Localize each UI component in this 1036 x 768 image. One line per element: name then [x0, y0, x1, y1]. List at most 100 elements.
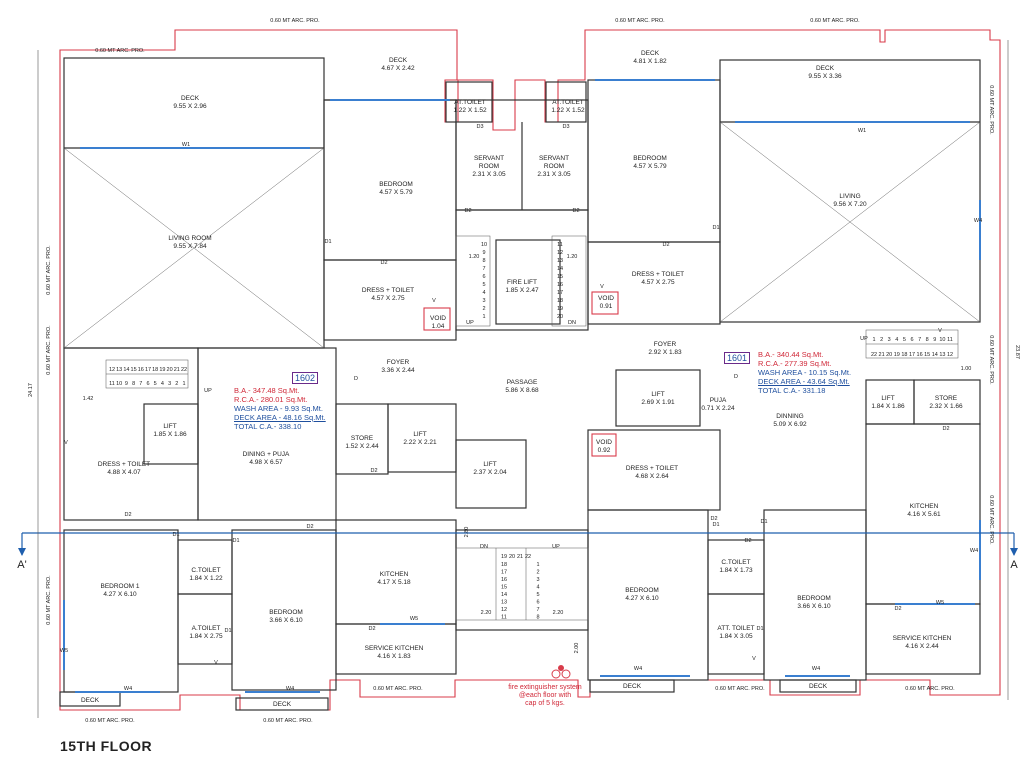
stair-step-number: 9 [125, 381, 128, 387]
fire-note-line-3: cap of 5 kgs. [525, 700, 565, 707]
stair-step-number: 14 [557, 266, 563, 272]
arc-projection-label: 0.60 MT ARC. PRO. [373, 686, 423, 692]
vent-tag: V [600, 284, 604, 290]
unit-1602-deck: DECK AREA - 48.16 Sq.Mt. [234, 413, 326, 422]
stair-step-number: 7 [482, 266, 485, 272]
stair-step-number: 4 [895, 337, 898, 343]
door-tag: D2 [744, 538, 751, 544]
door-tag: D1 [712, 522, 719, 528]
door-tag: D2 [380, 260, 387, 266]
stair-step-number: 15 [131, 367, 137, 373]
window-tag: W4 [970, 548, 978, 554]
stair-left [105, 359, 189, 389]
room-label-bed-l-bot: 3.66 X 6.10 [269, 617, 303, 624]
stair-step-number: 4 [482, 290, 485, 296]
stair-step-number: 17 [501, 570, 507, 576]
stair-step-number: 7 [536, 607, 539, 613]
room-label-ctoilet-r: C.TOILET [721, 559, 750, 566]
stair-step-number: 13 [939, 352, 945, 358]
door-tag: D2 [306, 524, 313, 530]
stair-step-number: 8 [482, 258, 485, 264]
unit-1601-rca: R.C.A.- 277.39 Sq.Mt. [758, 359, 832, 368]
stair-step-number: 19 [894, 352, 900, 358]
room-label-deck-bot-r2: DECK [809, 683, 828, 690]
room-label-store-r: 2.32 X 1.66 [929, 403, 963, 410]
stair-up-label: UP [552, 544, 560, 550]
stair-step-number: 8 [536, 615, 539, 621]
room-label-bed1-l: 4.27 X 6.10 [103, 591, 137, 598]
stair-step-number: 5 [154, 381, 157, 387]
vent-tag: V [752, 656, 756, 662]
room-label-lift-c2: LIFT [483, 461, 496, 468]
stair-step-number: 2 [880, 337, 883, 343]
stair-core [455, 235, 587, 327]
arc-projection-label-vertical: 0.60 MT ARC. PRO. [46, 575, 52, 625]
stair-step-number: 18 [152, 367, 158, 373]
room-label-dining-r: DINNING [776, 413, 803, 420]
window-tag: W4 [634, 666, 642, 672]
stair-step-number: 8 [132, 381, 135, 387]
room-label-lift-c3: 2.69 X 1.91 [641, 399, 675, 406]
room-label-bed-r-top: 4.57 X 5.79 [633, 163, 667, 170]
room-label-dress-l-top: 4.57 X 2.75 [371, 295, 405, 302]
room-label-dress-r-top: DRESS + TOILET [632, 271, 684, 278]
stair-step-number: 3 [536, 577, 539, 583]
stair-step-number: 13 [501, 600, 507, 606]
room-label-living-r: 9.56 X 7.20 [833, 201, 867, 208]
room-label-dining-r: 5.09 X 6.92 [773, 421, 807, 428]
stair-step-number: 6 [146, 381, 149, 387]
stair-step-number: 20 [509, 554, 515, 560]
room-label-bed-r-bot2: 3.66 X 6.10 [797, 603, 831, 610]
stair-step-number: 5 [482, 282, 485, 288]
arc-projection-label-vertical: 0.60 MT ARC. PRO. [988, 85, 994, 135]
vent-tag: V [214, 660, 218, 666]
stair-step-number: 13 [116, 367, 122, 373]
vent-tag: V [64, 440, 68, 446]
room-label-dress-r-top: 4.57 X 2.75 [641, 279, 675, 286]
room-label-lift-r: LIFT [881, 395, 894, 402]
arc-projection-outline-left [59, 29, 1001, 711]
unit-1602-area-info: B.A.- 347.48 Sq.Mt. R.C.A.- 280.01 Sq.Mt… [234, 386, 326, 431]
room-label-atoilet-l: A.TOILET [192, 625, 221, 632]
unit-1602-total: TOTAL C.A.- 338.10 [234, 422, 302, 431]
floor-title: 15TH FLOOR [60, 738, 153, 754]
room-label-deck-l1: DECK [181, 95, 200, 102]
arc-projection-label: 0.60 MT ARC. PRO. [263, 718, 313, 724]
stair-step-number: 17 [145, 367, 151, 373]
room-label-void-1: VOID [430, 315, 446, 322]
room-label-bed-l-top: 4.57 X 5.79 [379, 189, 413, 196]
stair-step-number: 8 [926, 337, 929, 343]
section-label-left: A' [17, 559, 26, 571]
door-tag: D [354, 376, 358, 382]
room-label-lift-l: 1.85 X 1.86 [153, 431, 187, 438]
arc-projection-label-vertical: 0.60 MT ARC. PRO. [988, 495, 994, 545]
fire-extinguisher-note: fire extinguisher system @each floor wit… [490, 684, 600, 708]
stair-step-number: 16 [557, 282, 563, 288]
unit-1602-ba: B.A.- 347.48 Sq.Mt. [234, 386, 300, 395]
stair-step-number: 15 [557, 274, 563, 280]
stair-up-label: UP [466, 320, 474, 326]
room-label-dress-l-mid: DRESS + TOILET [98, 461, 150, 468]
room-label-passage: PASSAGE [507, 379, 538, 386]
stair-step-number: 10 [481, 242, 487, 248]
room-label-servant-l: 2.31 X 3.05 [472, 171, 506, 178]
room-label-deck-bot-l1: DECK [81, 697, 100, 704]
stair-step-number: 2 [536, 570, 539, 576]
stair-step-number: 16 [917, 352, 923, 358]
dimension-label: 2.00 [574, 643, 580, 654]
stair-step-number: 18 [901, 352, 907, 358]
room-label-bed-l-bot: BEDROOM [269, 609, 303, 616]
unit-tag-1601: 1601 [724, 352, 751, 364]
stair-step-number: 12 [501, 607, 507, 613]
door-tag: D1 [324, 239, 331, 245]
stair-step-number: 7 [139, 381, 142, 387]
stair-step-number: 9 [933, 337, 936, 343]
door-tag: D2 [710, 516, 717, 522]
room-label-store-l: STORE [351, 435, 374, 442]
door-tag: D1 [756, 626, 763, 632]
window-tag: W4 [286, 686, 294, 692]
stair-step-number: 3 [482, 298, 485, 304]
door-tag: D2 [572, 208, 579, 214]
room-label-void-1: 1.04 [432, 323, 445, 330]
stair-step-number: 5 [903, 337, 906, 343]
